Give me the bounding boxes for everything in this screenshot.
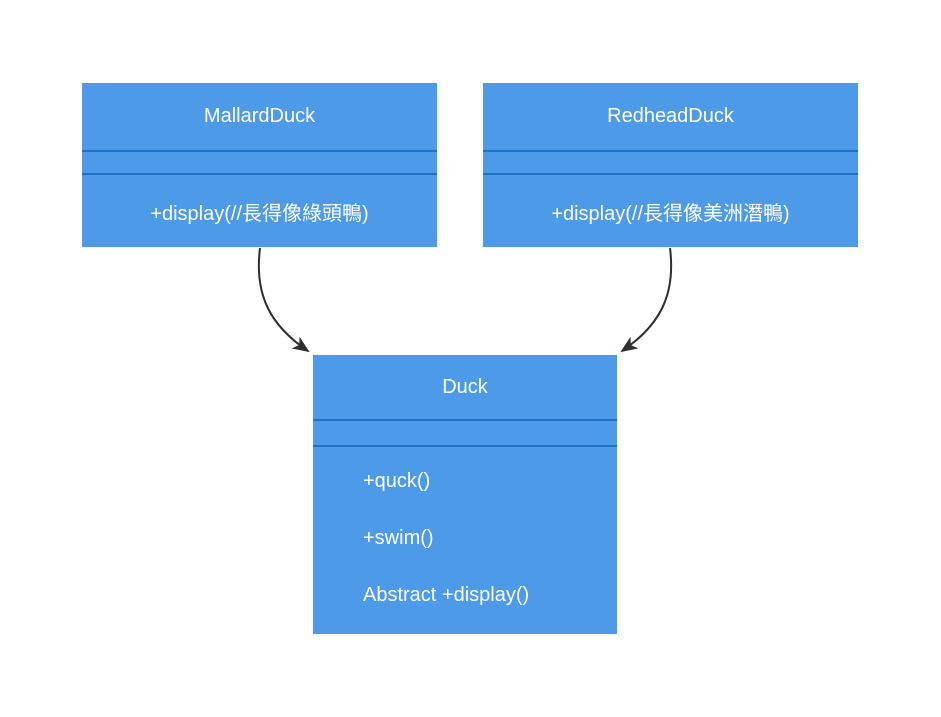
class-title-mallardduck: MallardDuck: [82, 83, 437, 152]
attributes-compartment-mallardduck: [82, 152, 437, 175]
methods-compartment-redheadduck: +display(//長得像美洲潛鴨): [483, 175, 858, 247]
method-label: +display(//長得像美洲潛鴨): [551, 202, 790, 225]
method-label: Abstract +display(): [363, 584, 530, 606]
attributes-compartment-duck: [313, 421, 617, 447]
inheritance-arrow-redheadduck-to-duck[interactable]: [620, 247, 673, 353]
class-node-redheadduck[interactable]: RedheadDuck +display(//長得像美洲潛鴨): [483, 83, 858, 247]
class-title-redheadduck: RedheadDuck: [483, 83, 858, 152]
class-node-duck[interactable]: Duck +quck() +swim() Abstract +display(): [313, 355, 617, 634]
class-node-mallardduck[interactable]: MallardDuck +display(//長得像綠頭鴨): [82, 83, 437, 247]
method-label: +display(//長得像綠頭鴨): [150, 202, 369, 225]
class-title-duck: Duck: [313, 355, 617, 421]
method-label: +quck(): [363, 470, 431, 492]
methods-compartment-duck: +quck() +swim() Abstract +display(): [313, 447, 617, 634]
methods-compartment-mallardduck: +display(//長得像綠頭鴨): [82, 175, 437, 247]
inheritance-arrow-mallardduck-to-duck[interactable]: [257, 247, 310, 353]
attributes-compartment-redheadduck: [483, 152, 858, 175]
method-label: +swim(): [363, 527, 434, 549]
